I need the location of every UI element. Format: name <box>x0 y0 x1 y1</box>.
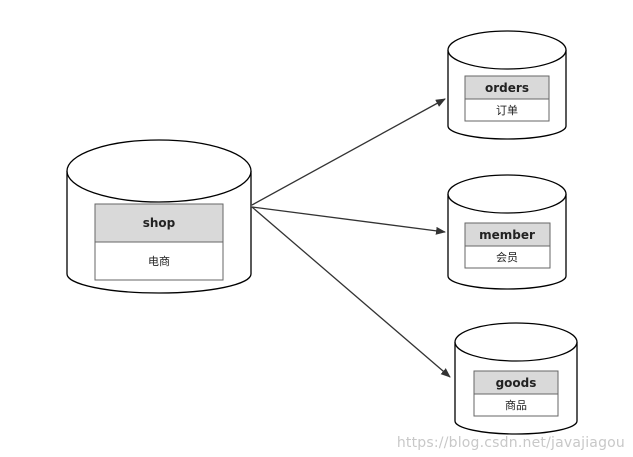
goods-database-cylinder: goods 商品 <box>454 322 578 435</box>
shop-db-name: shop <box>143 216 176 230</box>
watermark-text: https://blog.csdn.net/javajiagou <box>396 435 625 451</box>
orders-db-name: orders <box>485 81 529 95</box>
goods-db-label: 商品 <box>505 398 527 412</box>
arrow-shop-to-goods <box>251 206 451 378</box>
arrow-shop-to-orders <box>251 98 446 206</box>
shop-database-cylinder: shop 电商 <box>66 139 252 294</box>
arrow-shop-to-member <box>251 206 446 235</box>
member-db-name: member <box>479 228 535 242</box>
orders-database-cylinder: orders 订单 <box>447 30 567 140</box>
orders-db-label: 订单 <box>496 104 518 117</box>
goods-db-name: goods <box>496 376 537 390</box>
member-database-cylinder: member 会员 <box>447 174 567 290</box>
shop-db-label: 电商 <box>148 254 170 268</box>
member-db-label: 会员 <box>496 251 518 264</box>
